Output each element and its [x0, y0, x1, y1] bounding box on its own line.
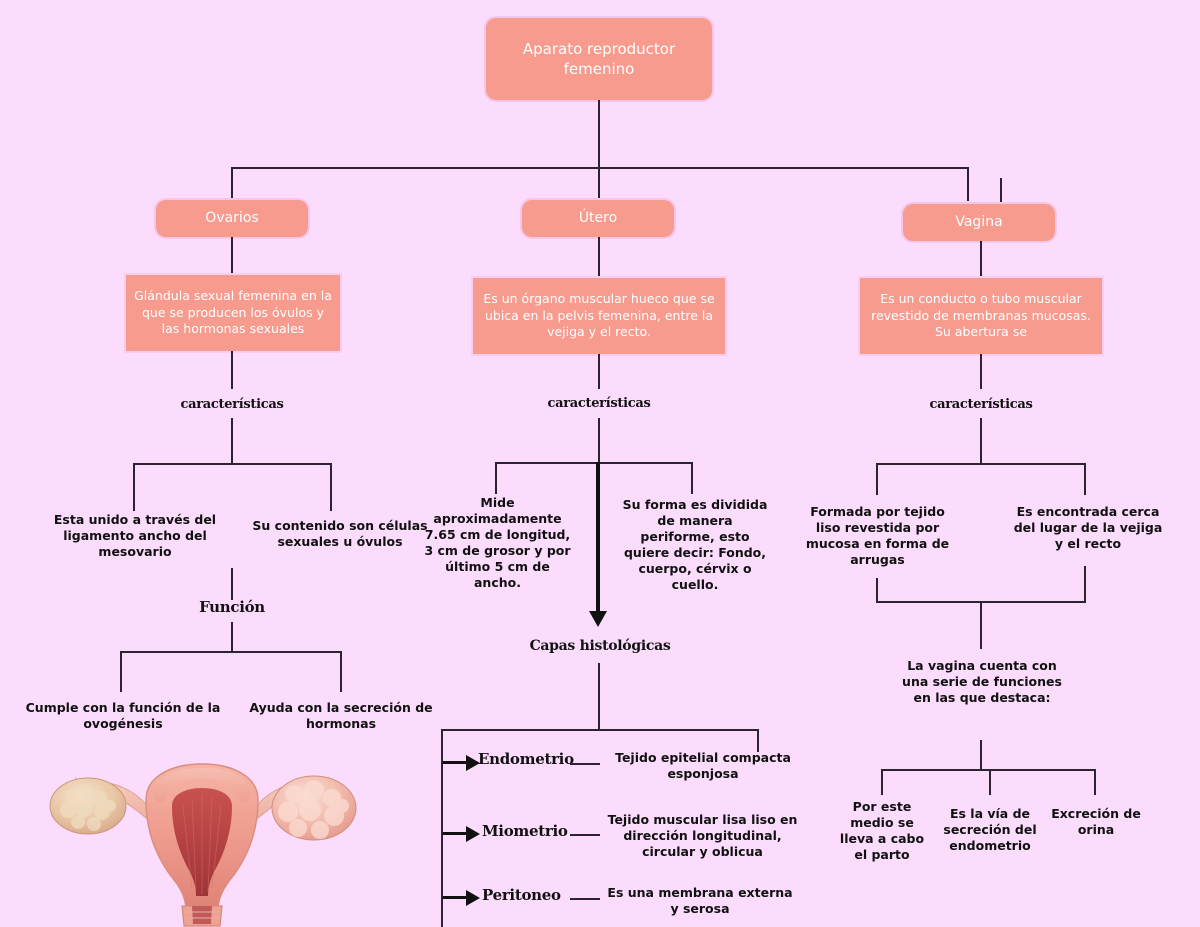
connector-ovarios-label-down — [231, 418, 233, 464]
connector-funcion-down — [231, 622, 233, 652]
connector-capas-down — [598, 663, 600, 730]
text-ovarios-feature-1: Su contenido son células sexuales u óvul… — [252, 518, 428, 549]
connector-capas-right-rail — [757, 729, 759, 752]
connector-utero-def-to-label — [598, 354, 600, 389]
text-vagina-feature-1: Es encontrada cerca del lugar de la veji… — [1013, 504, 1163, 551]
arrow-down-capas — [589, 611, 607, 627]
node-vagina-title[interactable]: Vagina — [903, 204, 1055, 241]
label-layer-miometrio: Miometrio — [482, 822, 568, 840]
connector-utero-title-to-def — [598, 237, 600, 278]
connector-drop-ovarios — [231, 167, 233, 201]
label-layer-peritoneo: Peritoneo — [482, 886, 561, 904]
node-ovarios-title[interactable]: Ovarios — [156, 200, 308, 237]
connector-funcion-item-1 — [340, 651, 342, 692]
connector-peritoneo-arrow-shaft — [443, 896, 468, 899]
connector-vagina-intro-down — [980, 740, 982, 770]
connector-vagina-label-down — [980, 418, 982, 464]
connector-capas-left-rail — [441, 729, 443, 927]
connector-ovarios-feature-1 — [330, 463, 332, 511]
connector-utero-feature-1 — [691, 462, 693, 494]
text-funcion-item-1: Ayuda con la secreción de hormonas — [249, 700, 433, 731]
text-vagina-feature-0: Formada por tejido liso revestida por mu… — [805, 504, 950, 567]
arrow-right-endometrio — [466, 755, 480, 771]
connector-vagina-item-0 — [881, 769, 883, 795]
text-layer-miometrio-description: Tejido muscular lisa liso en dirección l… — [607, 812, 798, 859]
label-ovarios-caracteristicas: características — [180, 397, 284, 412]
node-root[interactable]: Aparato reproductor femenino — [486, 18, 712, 100]
uterus-ovaries-anatomy-illustration — [49, 763, 357, 927]
connector-utero-feature-0 — [495, 462, 497, 494]
label-layer-endometrio: Endometrio — [478, 750, 574, 768]
label-utero-caracteristicas: características — [547, 396, 651, 411]
text-ovarios-feature-0: Esta unido a través del ligamento ancho … — [53, 512, 217, 559]
connector-vagina-feature-0-down — [876, 578, 878, 602]
node-utero-title[interactable]: Útero — [522, 200, 674, 237]
connector-drop-utero — [598, 167, 600, 201]
connector-drop-vagina — [967, 167, 969, 201]
connector-endometrio-dash — [570, 763, 600, 765]
connector-vagina-merge-down — [980, 601, 982, 649]
node-utero-definition[interactable]: Es un órgano muscular hueco que se ubica… — [473, 278, 725, 354]
connector-vagina-item-1 — [989, 769, 991, 795]
connector-capas-bar — [441, 729, 759, 731]
connector-funcion-item-0 — [120, 651, 122, 692]
connector-funcion-bar — [120, 651, 342, 653]
connector-endometrio-arrow-shaft — [443, 761, 468, 764]
connector-utero-to-capas — [596, 462, 600, 617]
connector-miometrio-arrow-shaft — [443, 832, 468, 835]
connector-ovarios-def-to-label — [231, 351, 233, 389]
connector-miometrio-dash — [570, 834, 600, 836]
connector-vagina-feature-0 — [876, 463, 878, 495]
label-ovarios-funcion: Función — [199, 598, 265, 616]
text-vagina-item-2: Excreción de orina — [1051, 806, 1141, 837]
connector-stray-vagina — [1000, 178, 1002, 223]
node-ovarios-definition[interactable]: Glándula sexual femenina en la que se pr… — [126, 275, 340, 351]
text-vagina-item-0: Por este medio se lleva a cabo el parto — [839, 799, 925, 862]
node-vagina-definition[interactable]: Es un conducto o tubo muscular revestido… — [860, 278, 1102, 354]
connector-root-stem — [598, 100, 600, 168]
text-layer-endometrio-description: Tejido epitelial compacta esponjosa — [615, 750, 791, 781]
arrow-right-peritoneo — [466, 890, 480, 906]
connector-utero-label-down — [598, 418, 600, 463]
text-vagina-functions-intro: La vagina cuenta con una serie de funcio… — [902, 658, 1062, 705]
connector-vagina-features-bar — [876, 463, 1085, 465]
label-capas-histologicas: Capas histológicas — [529, 638, 671, 654]
connector-utero-features-bar — [495, 462, 692, 464]
connector-vagina-feature-1 — [1084, 463, 1086, 495]
connector-ovarios-feature-0 — [133, 463, 135, 511]
connector-vagina-item-2 — [1094, 769, 1096, 795]
text-layer-peritoneo-description: Es una membrana externa y serosa — [607, 885, 793, 916]
connector-peritoneo-dash — [570, 898, 600, 900]
connector-vagina-title-to-def — [980, 241, 982, 278]
text-utero-feature-1: Su forma es dividida de manera periforme… — [622, 497, 768, 592]
connector-vagina-def-to-label — [980, 354, 982, 389]
label-vagina-caracteristicas: características — [929, 397, 1033, 412]
connector-vagina-feature-1-down — [1084, 566, 1086, 602]
connector-ovarios-title-to-def — [231, 237, 233, 275]
text-utero-feature-0: Mide aproximadamente 7.65 cm de longitud… — [424, 495, 571, 590]
text-funcion-item-0: Cumple con la función de la ovogénesis — [25, 700, 221, 731]
connector-ovarios-features-bar — [133, 463, 331, 465]
text-vagina-item-1: Es la vía de secreción del endometrio — [943, 806, 1037, 853]
connector-ovarios-to-funcion — [231, 568, 233, 600]
arrow-right-miometrio — [466, 826, 480, 842]
connector-vagina-items-bar — [881, 769, 1094, 771]
